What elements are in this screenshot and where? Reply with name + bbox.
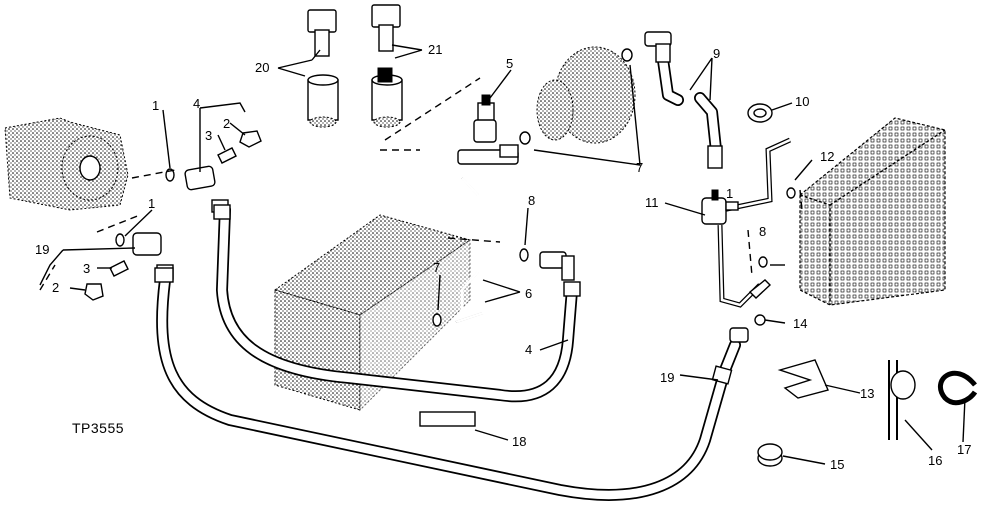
callout-2: 2 — [223, 116, 230, 131]
callout-21: 21 — [428, 42, 442, 57]
callout-16: 16 — [928, 453, 942, 468]
clamp-17 — [937, 370, 978, 406]
callout-8: 8 — [759, 224, 766, 239]
evaporator-ghost — [799, 117, 946, 306]
callout-1: 1 — [148, 196, 155, 211]
switch-21 — [371, 4, 403, 128]
valve-3-upper — [217, 147, 237, 164]
callout-1: 1 — [726, 186, 733, 201]
callout-7: 7 — [636, 160, 643, 175]
callout-15: 15 — [830, 457, 844, 472]
seal-strip-18 — [419, 411, 476, 427]
valve-5 — [457, 94, 519, 165]
fitting-9-lower — [707, 145, 723, 169]
switch-20 — [307, 9, 339, 128]
callout-4: 4 — [525, 342, 532, 357]
callout-2: 2 — [52, 280, 59, 295]
cap-2-upper — [239, 130, 262, 148]
callout-3: 3 — [83, 261, 90, 276]
fitting-9-upper — [644, 31, 672, 63]
callout-13: 13 — [860, 386, 874, 401]
callout-19: 19 — [660, 370, 674, 385]
callout-11: 11 — [645, 195, 659, 210]
drain-hose-16 — [888, 360, 916, 440]
clip-13 — [777, 359, 829, 399]
callout-17: 17 — [957, 442, 971, 457]
callout-3: 3 — [205, 128, 212, 143]
callout-1: 1 — [152, 98, 159, 113]
receiver-ghost — [536, 46, 636, 144]
callout-7: 7 — [433, 260, 440, 275]
cap-2-lower — [84, 283, 104, 301]
compressor-ghost — [4, 117, 129, 211]
callout-5: 5 — [506, 56, 513, 71]
valve-3-lower — [109, 260, 129, 277]
callout-10: 10 — [795, 94, 809, 109]
figure-id: TP3555 — [72, 420, 124, 436]
condenser-fitting — [539, 251, 575, 281]
callout-20: 20 — [255, 60, 269, 75]
grommet-10 — [747, 103, 773, 123]
callout-18: 18 — [512, 434, 526, 449]
grommet-15 — [757, 443, 783, 467]
callout-9: 9 — [713, 46, 720, 61]
evaporator-fitting-19 — [729, 327, 749, 343]
callout-4: 4 — [193, 96, 200, 111]
callout-8: 8 — [528, 193, 535, 208]
callout-6: 6 — [525, 286, 532, 301]
callout-12: 12 — [820, 149, 834, 164]
expansion-valve — [701, 189, 739, 225]
callout-14: 14 — [793, 316, 807, 331]
callout-19: 19 — [35, 242, 49, 257]
